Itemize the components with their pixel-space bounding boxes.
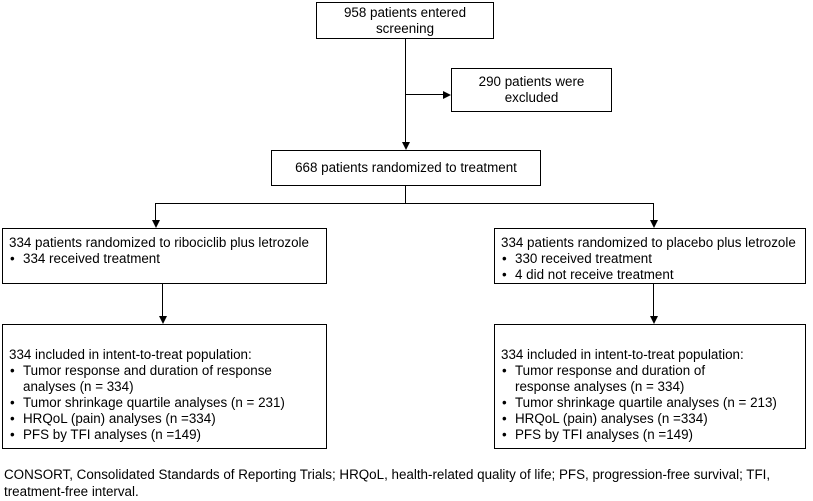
arm-right-box: 334 patients randomized to placebo plus … xyxy=(494,228,806,284)
itt-right-item: Tumor response and duration of response … xyxy=(501,363,763,395)
itt-left-box: 334 included in intent-to-treat populati… xyxy=(2,324,327,449)
arm-left-title: 334 patients randomized to ribociclib pl… xyxy=(9,235,309,250)
itt-right-item: PFS by TFI analyses (n =149) xyxy=(501,427,763,443)
connector-to-arm-left xyxy=(155,203,157,220)
itt-right-list: Tumor response and duration of response … xyxy=(501,363,777,443)
itt-left-item: PFS by TFI analyses (n =149) xyxy=(9,427,279,443)
connector-screening-to-randomized xyxy=(405,39,407,142)
itt-right-item: HRQoL (pain) analyses (n =334) xyxy=(501,411,763,427)
connector-to-arm-right xyxy=(653,203,655,220)
randomized-box: 668 patients randomized to treatment xyxy=(271,150,541,186)
arm-right-item: 4 did not receive treatment xyxy=(501,267,799,283)
itt-left-item: Tumor response and duration of response … xyxy=(9,363,279,395)
arrowhead-randomized xyxy=(401,142,410,150)
connector-to-excluded xyxy=(405,94,443,96)
arrowhead-arm-left xyxy=(151,220,160,228)
excluded-text: 290 patients were excluded xyxy=(478,74,585,105)
itt-right-item: Tumor shrinkage quartile analyses (n = 2… xyxy=(501,395,807,411)
excluded-box: 290 patients were excluded xyxy=(451,68,612,112)
screening-line2: screening xyxy=(375,20,435,36)
connector-arm-right-to-itt xyxy=(653,284,655,316)
connector-randomized-down xyxy=(405,186,407,203)
arrowhead-arm-right xyxy=(649,220,658,228)
itt-right-title: 334 included in intent-to-treat populati… xyxy=(501,347,744,362)
screening-box: 958 patients entered screening xyxy=(316,2,494,39)
connector-split-horizontal xyxy=(155,203,654,205)
arm-left-box: 334 patients randomized to ribociclib pl… xyxy=(2,228,327,284)
figure-caption: CONSORT, Consolidated Standards of Repor… xyxy=(4,467,771,499)
arrowhead-itt-right xyxy=(649,316,658,324)
arrowhead-itt-left xyxy=(158,316,167,324)
itt-left-title: 334 included in intent-to-treat populati… xyxy=(9,347,252,362)
itt-right-box: 334 included in intent-to-treat populati… xyxy=(494,324,806,449)
arm-left-item: 334 received treatment xyxy=(9,251,320,267)
arm-right-item: 330 received treatment xyxy=(501,251,799,267)
randomized-text: 668 patients randomized to treatment xyxy=(295,160,517,175)
arrowhead-excluded xyxy=(443,90,451,99)
arm-right-list: 330 received treatment 4 did not receive… xyxy=(501,251,799,283)
itt-left-list: Tumor response and duration of response … xyxy=(9,363,285,443)
screening-line1: 958 patients entered xyxy=(343,4,467,20)
itt-left-item: Tumor shrinkage quartile analyses (n = 2… xyxy=(9,395,323,411)
itt-left-item: HRQoL (pain) analyses (n =334) xyxy=(9,411,279,427)
connector-arm-left-to-itt xyxy=(162,284,164,316)
arm-right-title: 334 patients randomized to placebo plus … xyxy=(501,235,796,250)
arm-left-list: 334 received treatment xyxy=(9,251,320,267)
